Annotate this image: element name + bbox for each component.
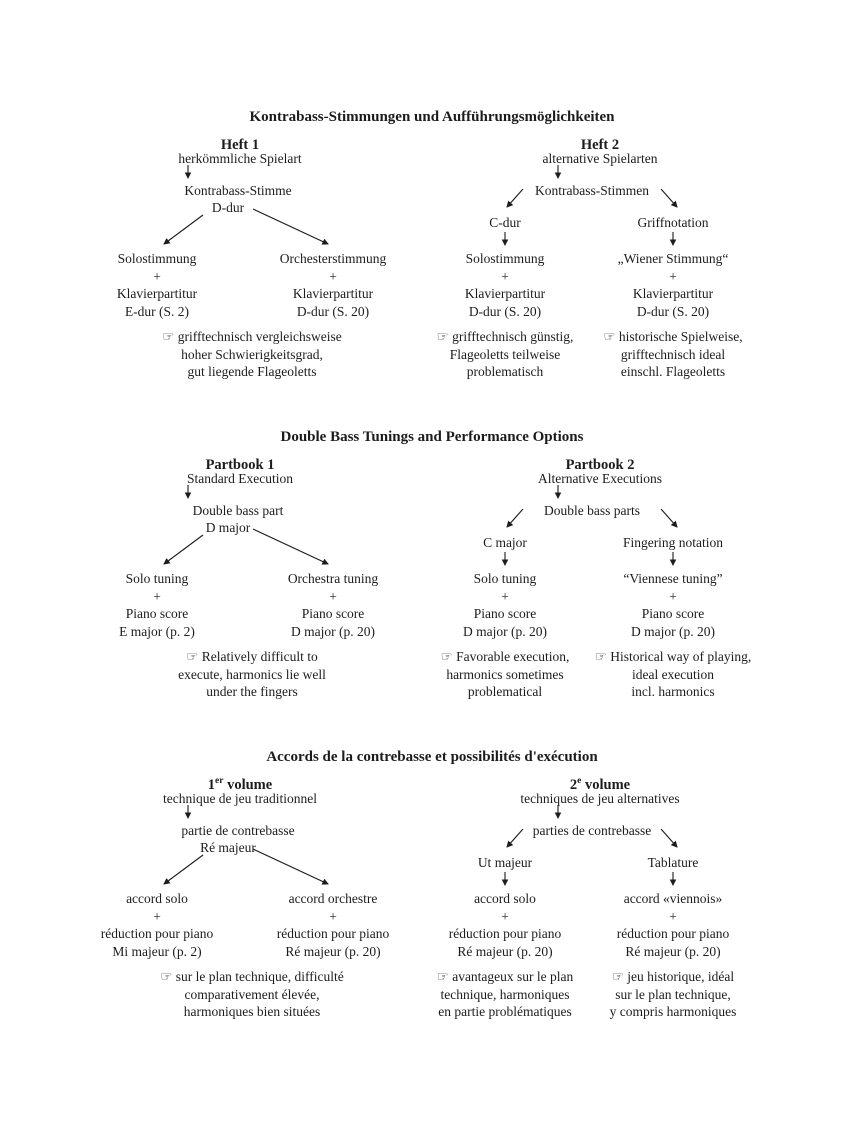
left-root-key: D-dur <box>211 200 245 215</box>
right-subtitle: alternative Spielarten <box>542 151 658 166</box>
right-branch-left-label: C-dur <box>489 215 521 230</box>
left-root-key: D major <box>205 520 251 535</box>
right-subtitle: Alternative Executions <box>537 471 663 486</box>
left-remark-note: ☞ sur le plan technique, difficulté comp… <box>160 969 344 1019</box>
header-num: Partbook 1 <box>205 456 275 473</box>
right-volume-header: Heft 2 <box>450 133 750 154</box>
right-root-part-name: parties de contrebasse <box>532 823 652 838</box>
header-rest: volume <box>223 776 273 793</box>
left-root-part-name: Double bass part <box>192 503 284 518</box>
left-leaf-orchestra-tuning: Orchestra tuning + Piano score D major (… <box>287 571 379 639</box>
right-branch-left-label: C major <box>483 535 527 550</box>
right-leaf-viennese-tuning: accord «viennois» + réduction pour piano… <box>616 891 730 959</box>
right-leaf-solo-tuning: accord solo + réduction pour piano Ré ma… <box>448 891 562 959</box>
header-sup: e <box>577 776 582 786</box>
left-subtitle: herkömmliche Spielart <box>178 151 302 166</box>
left-subtitle: Standard Execution <box>186 471 294 486</box>
arrow-left-root-to-solo <box>163 854 204 885</box>
right-remark-note-right: ☞ Historical way of playing, ideal execu… <box>594 649 752 699</box>
left-root-key: Ré majeur <box>200 840 256 855</box>
right-branch-right-label: Tablature <box>647 855 699 870</box>
right-volume-header: Partbook 2 <box>450 453 750 474</box>
left-subtitle: technique de jeu traditionnel <box>162 791 318 806</box>
right-branch-right-label: Griffnotation <box>637 215 709 230</box>
section-title: Double Bass Tunings and Performance Opti… <box>280 429 584 445</box>
header-num: Partbook 2 <box>565 456 635 473</box>
diagram-section-english: Double Bass Tunings and Performance Opti… <box>0 425 864 745</box>
left-leaf-orchestra-tuning: Orchesterstimmung + Klavierpartitur D-du… <box>279 251 387 319</box>
right-root-part-name: Kontrabass-Stimmen <box>535 183 649 198</box>
right-subtitle: techniques de jeu alternatives <box>520 791 680 806</box>
left-root-part-name: Kontrabass-Stimme <box>184 183 292 198</box>
diagram-section-german: Kontrabass-Stimmungen und Aufführungsmög… <box>0 105 864 425</box>
section-title: Accords de la contrebasse et possibilité… <box>266 749 598 765</box>
left-leaf-solo-tuning: Solostimmung + Klavierpartitur E-dur (S.… <box>116 251 198 319</box>
diagram-section-french: Accords de la contrebasse et possibilité… <box>0 745 864 1065</box>
arrow-left-root-to-solo <box>163 214 204 245</box>
right-branch-left-label: Ut majeur <box>477 855 533 870</box>
right-remark-note-left: ☞ avantageux sur le plan technique, harm… <box>436 969 574 1019</box>
right-volume-header: 2e volume <box>450 773 750 794</box>
left-remark-note: ☞ grifftechnisch vergleichsweise hoher S… <box>162 329 342 379</box>
left-volume-header: Heft 1 <box>90 133 390 154</box>
arrow-left-root-to-solo <box>163 534 204 565</box>
left-leaf-solo-tuning: accord solo + réduction pour piano Mi ma… <box>100 891 214 959</box>
right-leaf-viennese-tuning: “Viennese tuning” + Piano score D major … <box>623 571 723 639</box>
header-sup: er <box>215 776 224 786</box>
right-branch-right-label: Fingering notation <box>622 535 724 550</box>
left-leaf-solo-tuning: Solo tuning + Piano score E major (p. 2) <box>119 571 195 639</box>
right-remark-note-right: ☞ jeu historique, idéal sur le plan tech… <box>609 969 737 1019</box>
right-leaf-viennese-tuning: „Wiener Stimmung“ + Klavierpartitur D-du… <box>617 251 729 319</box>
section-title: Kontrabass-Stimmungen und Aufführungsmög… <box>249 109 615 125</box>
right-leaf-solo-tuning: Solostimmung + Klavierpartitur D-dur (S.… <box>464 251 546 319</box>
left-volume-header: Partbook 1 <box>90 453 390 474</box>
left-volume-header: 1er volume <box>90 773 390 794</box>
left-leaf-orchestra-tuning: accord orchestre + réduction pour piano … <box>276 891 390 959</box>
header-num: Heft 1 <box>220 136 260 153</box>
right-remark-note-left: ☞ grifftechnisch günstig, Flageoletts te… <box>436 329 574 379</box>
header-num: 2 <box>569 776 578 793</box>
left-root-part-name: partie de contrebasse <box>181 823 295 838</box>
header-num: Heft 2 <box>580 136 620 153</box>
right-remark-note-left: ☞ Favorable execution, harmonics sometim… <box>440 649 570 699</box>
right-remark-note-right: ☞ historische Spielweise, grifftechnisch… <box>603 329 743 379</box>
header-rest: volume <box>581 776 631 793</box>
header-num: 1 <box>207 776 216 793</box>
right-leaf-solo-tuning: Solo tuning + Piano score D major (p. 20… <box>463 571 547 639</box>
right-root-part-name: Double bass parts <box>544 503 640 518</box>
left-remark-note: ☞ Relatively difficult to execute, harmo… <box>178 649 326 699</box>
